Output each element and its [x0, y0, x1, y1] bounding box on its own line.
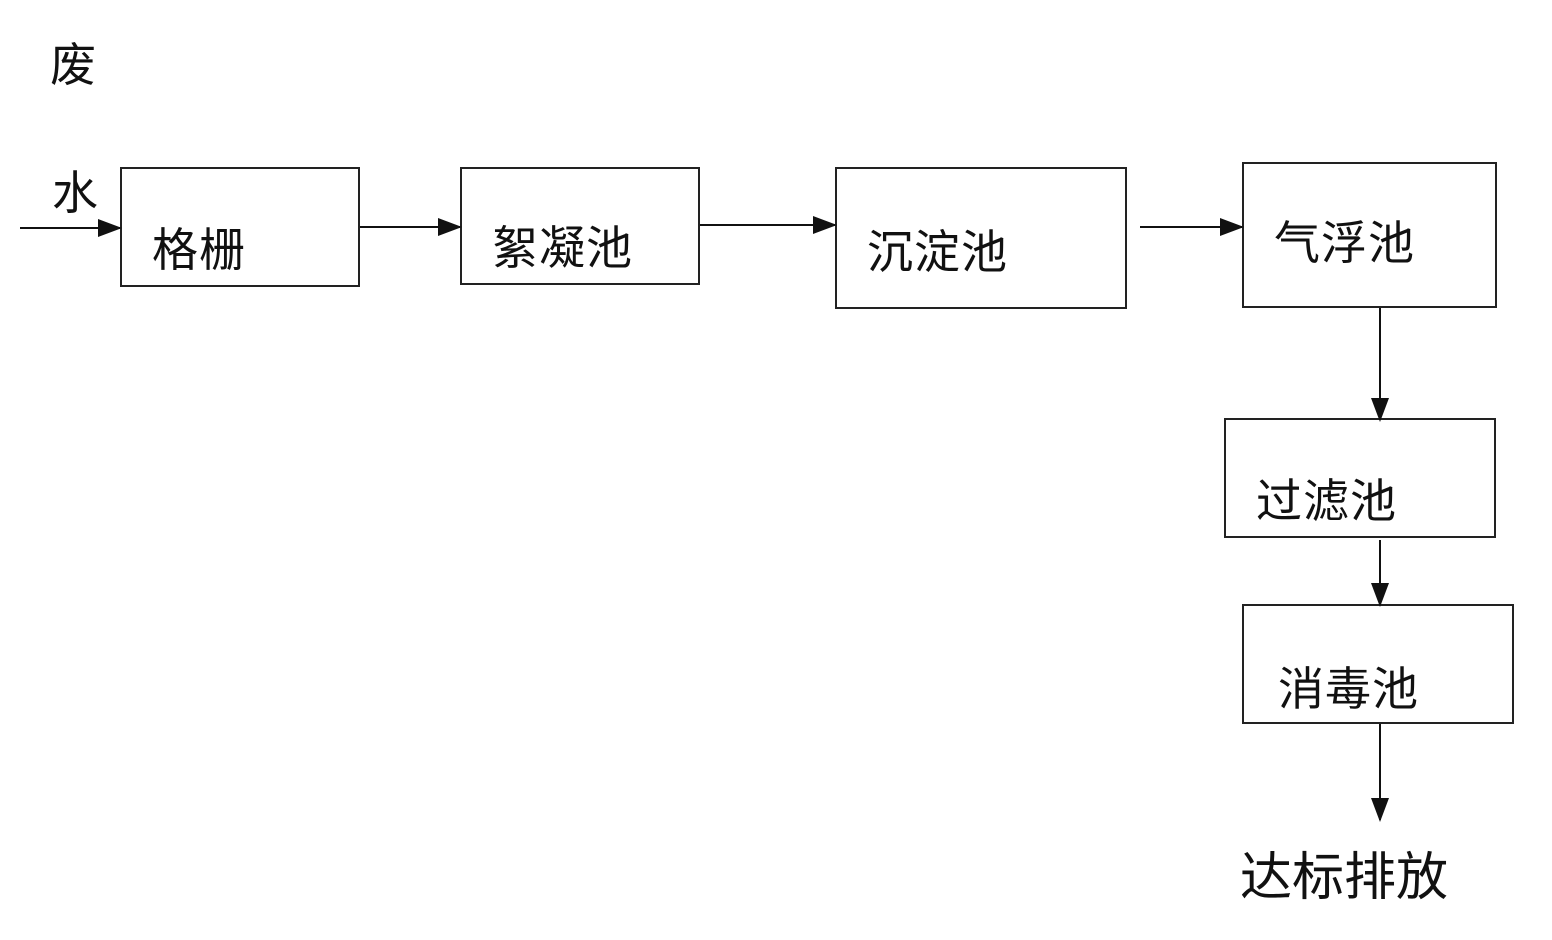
- disinfection-tank-label: 消毒池: [1278, 662, 1419, 716]
- grid-label: 格栅: [152, 223, 246, 277]
- disinfection-tank-box: 消毒池: [1242, 604, 1514, 724]
- filtration-tank-box: 过滤池: [1224, 418, 1496, 538]
- sedimentation-tank-label: 沉淀池: [867, 225, 1008, 279]
- input-label-line2: 水: [52, 166, 98, 220]
- flotation-tank-box: 气浮池: [1242, 162, 1497, 308]
- output-label: 达标排放: [1240, 848, 1449, 908]
- flocculation-tank-label: 絮凝池: [492, 221, 633, 275]
- input-label-line1: 废: [50, 38, 96, 92]
- sedimentation-tank-box: 沉淀池: [835, 167, 1127, 309]
- filtration-tank-label: 过滤池: [1256, 474, 1397, 528]
- flotation-tank-label: 气浮池: [1274, 216, 1415, 270]
